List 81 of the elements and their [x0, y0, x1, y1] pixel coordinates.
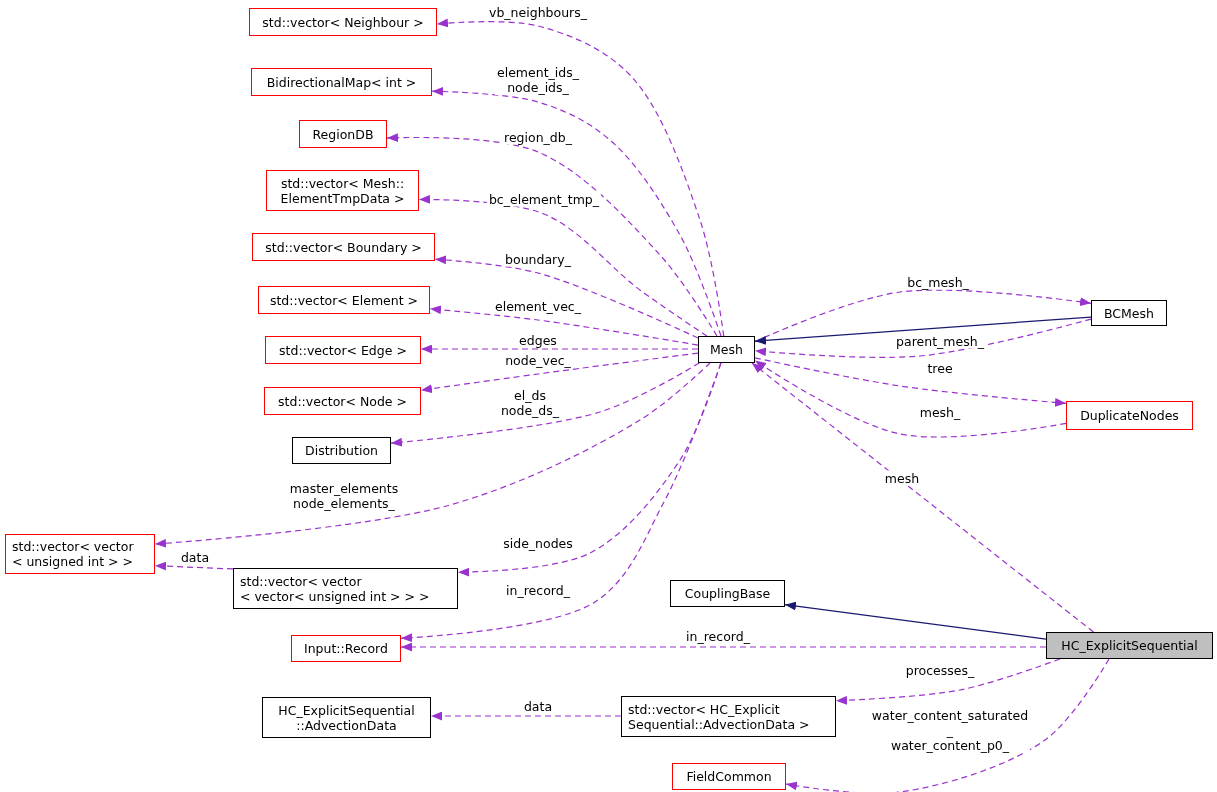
- class-box: [251, 68, 432, 96]
- edge-label: node_vec_: [503, 352, 573, 368]
- class-box: [1066, 401, 1193, 430]
- edge-label: in_record_: [684, 628, 752, 644]
- class-name: Mesh: [710, 342, 743, 357]
- edge-label: data: [178, 549, 212, 565]
- dashed-arrow: [430, 711, 622, 721]
- class-name: Input::Record: [304, 641, 388, 656]
- dashed-arrow: [754, 360, 1067, 438]
- class-box: [262, 697, 431, 738]
- edge-label: mesh_: [917, 404, 963, 420]
- arrow: [784, 601, 1047, 640]
- class-name: std::vector< vector < vector< unsigned int > > >: [240, 573, 431, 604]
- class-box: [292, 437, 391, 464]
- edge-label: boundary_: [503, 251, 573, 267]
- class-box: [266, 170, 419, 211]
- class-name: std::vector< Mesh:: ElementTmpData >: [279, 175, 406, 206]
- class-box: [249, 8, 437, 36]
- class-box: [252, 233, 435, 261]
- class-name: CouplingBase: [684, 586, 771, 601]
- class-name: std::vector< Edge >: [279, 342, 407, 358]
- class-name: std::vector< Node >: [278, 393, 407, 409]
- class-name: BCMesh: [1104, 305, 1154, 321]
- class-box: [258, 286, 430, 314]
- dashed-arrow: [400, 362, 722, 643]
- edge-label: side_nodes: [501, 535, 575, 551]
- dashed-arrow: [154, 561, 234, 571]
- class-box: [1091, 300, 1167, 326]
- class-box: [1046, 632, 1213, 659]
- class-box: [299, 120, 387, 148]
- class-box: [264, 387, 421, 415]
- edge-label: element_ids_ node_ids_: [495, 65, 581, 95]
- dashed-arrow: [386, 133, 718, 337]
- dashed-arrow: [751, 362, 1095, 633]
- edge-label: master_elements node_elements_: [287, 481, 401, 511]
- class-name: BidirectionalMap< int >: [266, 74, 417, 90]
- dashed-arrow: [420, 352, 699, 393]
- edge-label: data: [521, 698, 555, 714]
- class-name: std::vector< Boundary >: [265, 239, 422, 255]
- class-name: RegionDB: [312, 126, 374, 142]
- dashed-arrow: [154, 362, 711, 548]
- dashed-arrow: [390, 362, 700, 447]
- dashed-arrow: [436, 18, 725, 337]
- edge-label: region_db_: [502, 129, 574, 145]
- class-box: [670, 580, 785, 607]
- edge-label: water_content_saturated _ water_content_p0_: [869, 707, 1031, 753]
- class-name: std::vector< Neighbour >: [262, 14, 424, 30]
- class-name: std::vector< Element >: [269, 292, 419, 308]
- dashed-arrow: [754, 357, 1067, 407]
- dashed-arrow: [835, 658, 1061, 705]
- arrow: [754, 316, 1092, 345]
- dashed-arrow: [429, 305, 699, 346]
- edge-label: mesh: [882, 470, 922, 486]
- class-box: [672, 763, 786, 790]
- class-box: [698, 336, 755, 363]
- class-box: [265, 336, 421, 364]
- class-box: [233, 568, 458, 609]
- dashed-arrow: [431, 87, 722, 337]
- class-name: std::vector< vector < unsigned int > >: [12, 539, 135, 569]
- dashed-arrow: [754, 318, 1092, 358]
- dashed-arrow: [434, 255, 699, 339]
- dashed-arrow: [785, 658, 1110, 792]
- edge-label: vb_neighbours_: [487, 4, 589, 20]
- class-box: [621, 696, 836, 737]
- dashed-arrow: [418, 195, 708, 337]
- class-name: std::vector< HC_Explicit Sequential::AdvectionData >: [628, 701, 811, 732]
- class-name: DuplicateNodes: [1080, 408, 1179, 423]
- edge-label: bc_element_tmp_: [486, 191, 602, 207]
- class-name: HC_ExplicitSequential ::AdvectionData: [277, 702, 416, 733]
- class-name: HC_ExplicitSequential: [1061, 638, 1198, 653]
- dashed-arrow: [400, 642, 1047, 652]
- edge-label: bc_mesh_: [905, 274, 971, 290]
- edge-label: edges: [517, 332, 559, 348]
- class-box: [291, 635, 401, 662]
- class-name: Distribution: [305, 443, 378, 458]
- dashed-arrow: [420, 344, 699, 354]
- class-box: [5, 534, 155, 574]
- edge-label: parent_mesh_: [894, 333, 986, 349]
- class-name: FieldCommon: [686, 769, 772, 784]
- edge-label: element_vec_: [493, 298, 583, 314]
- edge-label: in_record_: [504, 582, 572, 598]
